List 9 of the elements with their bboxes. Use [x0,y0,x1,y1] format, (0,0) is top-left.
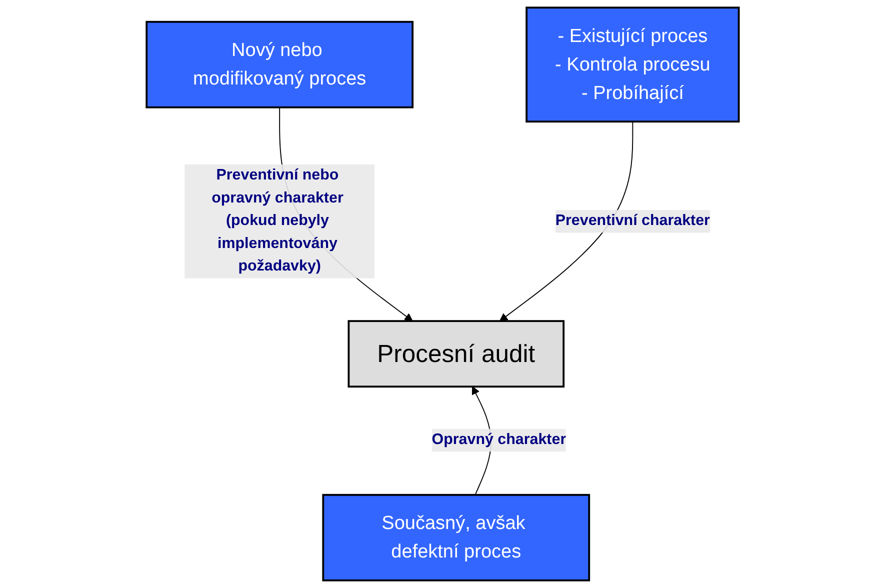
arrow [499,121,633,322]
edge-label: Preventivní nebo opravný charakter (pokud nebyly implementovány požadavky) [211,167,344,275]
node-box [322,494,590,582]
node-box [525,6,740,123]
node-box [348,320,564,388]
edge-label: Opravný charakter [432,432,566,448]
edge-label: Preventivní charakter [555,212,710,229]
flowchart: Preventivní nebo opravný charakter (pokud nebyly implementovány požadavky) Preventivní charakter Opravný charakter Nový nebo modifikovaný proces - Existující proces - Kontrola procesu - Probíhající Procesní audit Současný, avšak defektní proces [138,0,746,588]
node-box [145,20,414,108]
